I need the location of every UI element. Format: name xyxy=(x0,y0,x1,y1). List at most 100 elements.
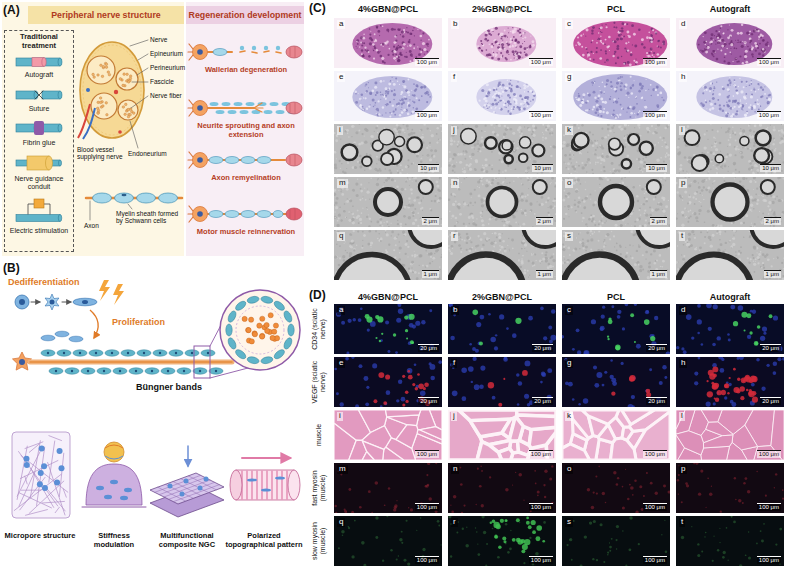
wrap-oval xyxy=(225,211,239,218)
stain-dot xyxy=(481,50,482,51)
stain-dot xyxy=(389,48,391,50)
grain-dot xyxy=(398,130,401,133)
stain-dot xyxy=(506,41,508,43)
stain-dot xyxy=(393,57,396,60)
cell-shape xyxy=(282,337,293,351)
grain-dot xyxy=(505,169,507,171)
stain-dot xyxy=(605,53,607,55)
wrap-oval xyxy=(225,157,239,164)
stain-dot xyxy=(479,99,481,101)
stain-dot xyxy=(362,42,363,43)
stain-dot xyxy=(744,58,746,60)
stain-dot xyxy=(510,31,512,33)
cyl-icon xyxy=(42,58,46,67)
stain-dot xyxy=(717,49,718,50)
grain-dot xyxy=(399,172,401,174)
grain-dot xyxy=(519,131,521,133)
stain-dot xyxy=(588,94,591,97)
grain-dot xyxy=(416,155,419,158)
grain-dot xyxy=(415,164,416,165)
grain-dot xyxy=(358,129,360,131)
stain-dot xyxy=(522,56,523,57)
stain-dot xyxy=(745,50,748,53)
stain-dot xyxy=(756,29,758,31)
text-slot: Traditional treatment xyxy=(7,33,71,50)
stripe-line xyxy=(286,471,287,499)
grain-dot xyxy=(525,170,528,173)
grain-dot xyxy=(525,170,528,173)
stain-dot xyxy=(615,115,618,118)
stain-dot xyxy=(416,97,418,99)
stain-dot xyxy=(618,31,621,34)
stain-dot xyxy=(737,42,738,43)
stain-dot xyxy=(614,53,616,55)
stain-dot xyxy=(660,47,662,49)
grain-dot xyxy=(334,151,336,153)
stain-dot xyxy=(644,106,647,109)
grain-dot xyxy=(503,136,505,138)
stain-dot xyxy=(493,52,494,53)
stain-dot xyxy=(525,53,528,56)
stain-dot xyxy=(578,95,581,98)
stain-dot xyxy=(359,46,360,47)
ring-shape xyxy=(362,156,372,166)
stain-dot xyxy=(356,39,359,42)
fragment-line xyxy=(276,52,281,53)
grain-dot xyxy=(421,157,423,159)
core-dot xyxy=(273,323,278,328)
stain-dot xyxy=(410,33,412,35)
stain-dot xyxy=(619,114,621,116)
strand-dot xyxy=(102,66,105,69)
cell-body xyxy=(193,45,208,60)
cell-shape xyxy=(228,110,237,114)
cell-shape xyxy=(105,350,119,356)
stain-dot xyxy=(743,95,746,98)
stain-dot xyxy=(377,30,380,33)
grain-dot xyxy=(549,172,550,173)
cell-shape xyxy=(120,496,128,500)
micrograph-ground xyxy=(448,18,556,68)
stain-dot xyxy=(408,94,410,96)
stain-dot xyxy=(656,85,659,88)
stain-dot xyxy=(373,49,374,50)
stain-dot xyxy=(496,91,498,93)
stain-dot xyxy=(396,35,398,37)
branch-line xyxy=(189,206,193,211)
stain-dot xyxy=(511,108,513,110)
nucleus-dot xyxy=(87,370,89,372)
stain-dot xyxy=(751,106,753,108)
stain-dot xyxy=(735,113,738,116)
strand-dot xyxy=(126,109,129,112)
stain-dot xyxy=(753,29,756,32)
branch-line xyxy=(189,55,193,60)
stain-dot xyxy=(495,102,498,105)
grain-dot xyxy=(436,127,438,129)
strand-dot xyxy=(129,113,132,116)
stain-dot xyxy=(704,90,705,91)
panel-letter: a xyxy=(337,20,345,29)
stain-dot xyxy=(659,92,662,95)
stain-dot xyxy=(360,37,362,39)
stain-dot xyxy=(651,51,652,52)
stain-dot xyxy=(585,101,587,103)
stain-dot xyxy=(751,47,753,49)
stain-dot xyxy=(606,79,609,82)
stripe-line xyxy=(276,471,277,499)
stain-dot xyxy=(700,50,701,51)
stain-dot xyxy=(656,86,658,88)
stain-dot xyxy=(388,83,391,86)
grain-dot xyxy=(411,163,413,165)
grain-dot xyxy=(471,147,473,149)
text-slot: Electric stimulation xyxy=(7,227,71,235)
cell-shape xyxy=(234,300,247,312)
stain-dot xyxy=(401,107,402,108)
stain-dot xyxy=(614,88,617,91)
stain-dot xyxy=(714,35,715,36)
strand-dot xyxy=(104,62,107,65)
item-label: Autograft xyxy=(7,71,71,79)
nucleus-dot xyxy=(135,370,137,372)
panel-letter: g xyxy=(565,73,573,82)
stain-dot xyxy=(711,41,713,43)
stain-dot xyxy=(532,99,534,101)
stain-dot xyxy=(480,40,482,42)
